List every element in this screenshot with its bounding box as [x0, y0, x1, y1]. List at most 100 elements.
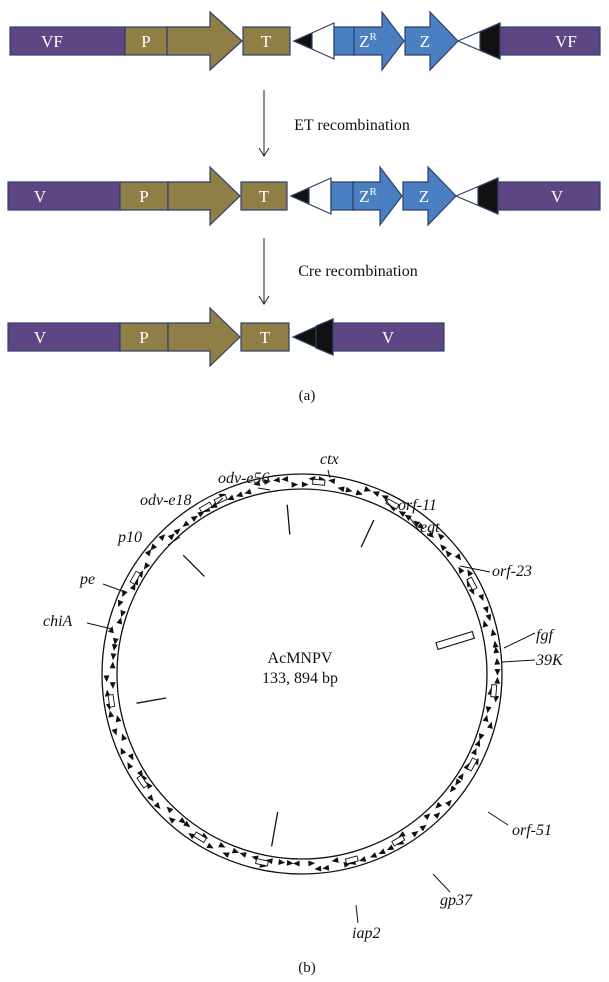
gene-arrowhead	[482, 620, 489, 628]
step-arrow-2	[258, 238, 270, 305]
gene-arrowhead	[369, 852, 378, 858]
gene-label-fgf: fgf	[536, 627, 555, 644]
gene-label-egt: egt	[420, 519, 440, 536]
gene-arrow	[167, 306, 241, 368]
gene-arrowhead	[381, 495, 389, 501]
gene-box	[107, 693, 116, 708]
gene-box	[391, 834, 406, 847]
label-et-recombination: ET recombination	[294, 117, 410, 134]
v-right-block	[332, 322, 445, 352]
gene-box	[490, 684, 498, 698]
panel-a	[7, 10, 601, 368]
gene-arrowhead	[190, 515, 198, 522]
label-t-row1: T	[261, 32, 272, 51]
zr-arrow	[352, 165, 403, 227]
inner-tick	[286, 504, 291, 535]
gene-arrowhead	[272, 476, 281, 483]
zr-arrow	[353, 10, 405, 72]
gene-arrowhead	[355, 489, 363, 496]
construct-row-1	[9, 10, 601, 72]
label-t-row2: T	[259, 187, 270, 206]
gene-arrowhead	[168, 817, 176, 824]
label-v-left-row3: V	[34, 328, 47, 347]
gene-arrowhead	[127, 753, 134, 761]
gene-arrowhead	[182, 520, 190, 527]
gene-arrowhead	[435, 801, 443, 809]
gene-arrowhead	[278, 859, 286, 865]
loxp-site-left-fill	[292, 32, 313, 50]
gene-arrowhead	[150, 543, 158, 551]
gene-arrowhead	[482, 605, 489, 614]
gene-arrowhead	[494, 676, 501, 684]
step-arrow-1	[258, 90, 270, 157]
gene-arrowhead	[291, 481, 299, 488]
gene-arrowhead	[359, 856, 367, 862]
gene-arrowhead	[372, 491, 380, 497]
gene-arrowhead	[427, 531, 434, 538]
inner-tick	[182, 554, 205, 577]
gene-arrowhead	[143, 562, 151, 570]
genome-size: 133, 894 bp	[262, 670, 338, 687]
gene-arrowhead	[197, 511, 205, 518]
gene-label-orf-11: orf-11	[398, 497, 437, 514]
gene-arrowhead	[454, 553, 462, 561]
label-z-row2: Z	[419, 187, 429, 206]
gene-arrowhead	[111, 643, 118, 651]
gene-box	[136, 774, 149, 789]
gene-marks	[103, 475, 501, 872]
gene-arrowhead	[404, 514, 412, 521]
z-arrow	[404, 10, 459, 72]
gene-arrowhead	[423, 813, 431, 820]
caption-a: (a)	[299, 388, 316, 404]
label-leader-line	[167, 536, 181, 546]
gene-label-pe: pe	[79, 571, 95, 588]
gene-arrowhead	[263, 479, 271, 486]
inner-tick	[270, 811, 279, 847]
caption-b: (b)	[298, 960, 316, 976]
gene-arrow	[166, 10, 243, 72]
gene-arrowhead	[492, 640, 499, 648]
fgf-inner-box	[435, 630, 476, 651]
vf-left-block	[9, 26, 126, 56]
gene-arrowhead	[116, 617, 123, 625]
label-t-row3: T	[260, 328, 271, 347]
gene-arrowhead	[110, 653, 117, 661]
gene-arrowhead	[433, 812, 441, 820]
genome-inner-ring	[116, 488, 488, 860]
promoter-block	[119, 181, 169, 211]
label-p-row1: P	[141, 32, 150, 51]
genome-name: AcMNPV	[268, 650, 333, 667]
gene-arrowhead	[345, 486, 353, 493]
gene-arrowhead	[244, 488, 252, 495]
loxp-site-tail	[315, 318, 334, 356]
label-leader-line	[409, 517, 421, 533]
gene-arrowhead	[363, 486, 372, 492]
label-leader-line	[327, 469, 331, 479]
label-leader-line	[211, 497, 224, 509]
gene-arrowhead	[494, 669, 501, 676]
label-leaders	[86, 469, 536, 924]
gene-arrowhead	[112, 637, 119, 646]
label-leader-line	[257, 487, 271, 491]
inner-ticks	[136, 504, 375, 847]
genome-outer-ring	[101, 473, 503, 875]
terminator-block	[240, 181, 288, 211]
label-vf-right: VF	[555, 32, 577, 51]
label-leader-line	[503, 632, 536, 649]
promoter-block	[124, 26, 168, 56]
gene-arrowhead	[478, 593, 484, 602]
z-arrow	[402, 165, 457, 227]
gene-arrowhead	[437, 533, 445, 541]
gene-arrowhead	[378, 848, 386, 854]
inner-tick	[136, 697, 167, 704]
inner-tick	[360, 519, 375, 548]
terminator-block	[240, 322, 290, 352]
gene-arrowhead	[490, 628, 497, 636]
label-cre-recombination: Cre recombination	[298, 263, 418, 280]
gene-arrowhead	[449, 785, 457, 793]
gene-arrowhead	[120, 609, 127, 618]
panel-a-labels: VF P T ZR Z VF ET recombination V P T ZR…	[34, 31, 577, 404]
gene-arrowhead	[144, 549, 152, 557]
gene-arrowhead	[231, 847, 240, 854]
